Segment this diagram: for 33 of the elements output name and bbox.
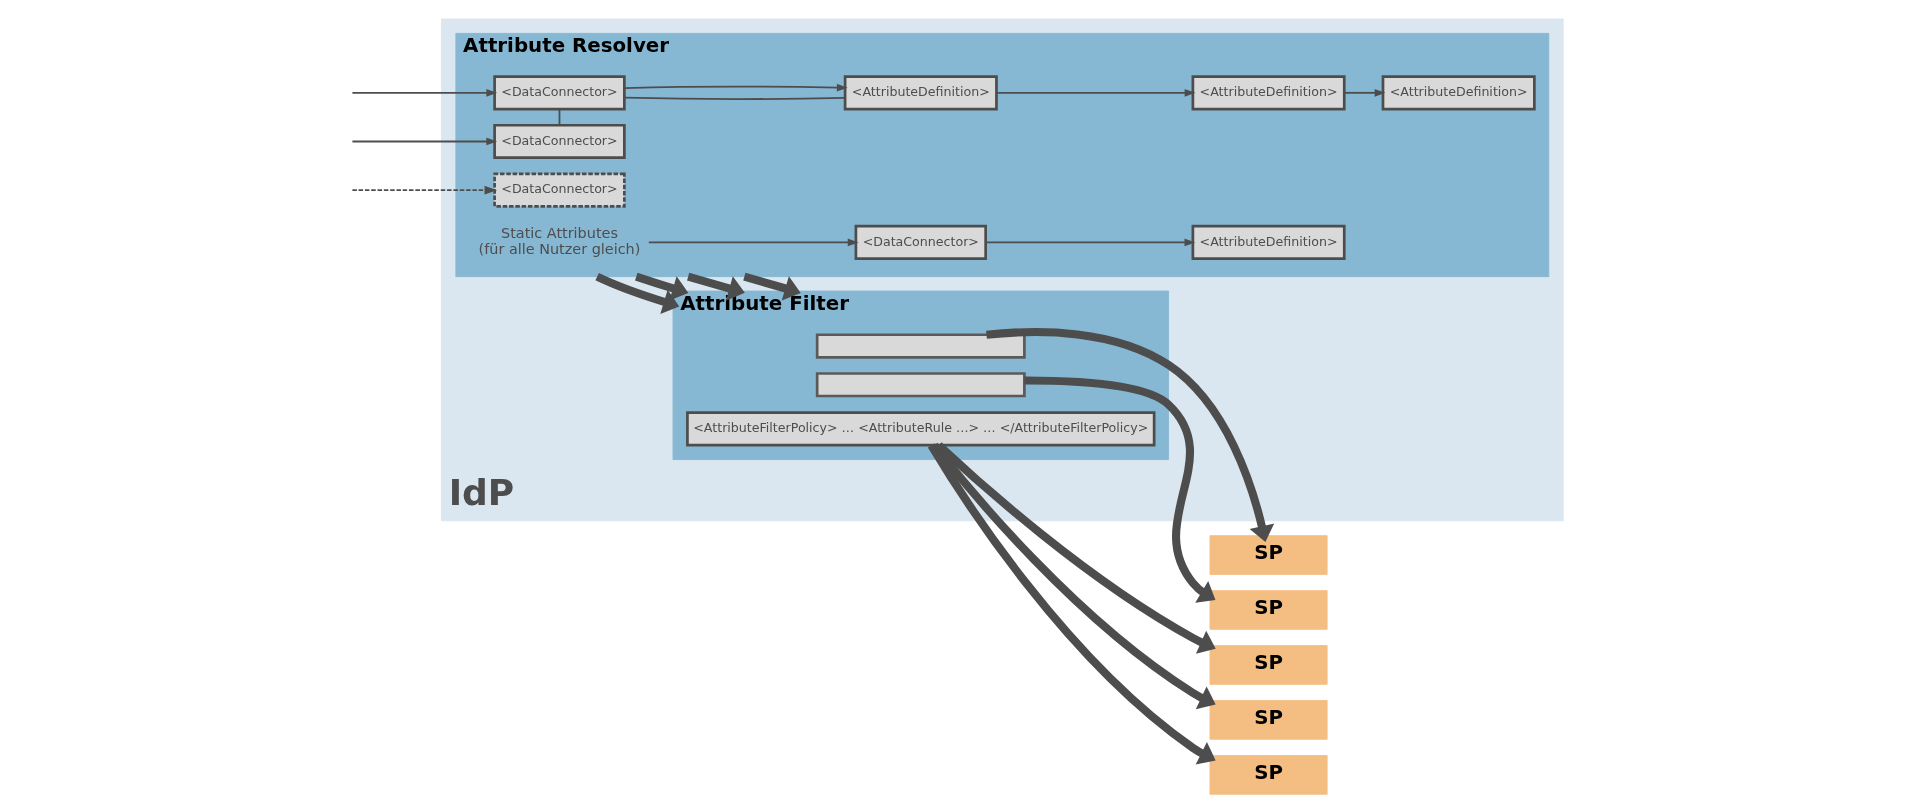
arrow [995, 89, 1195, 97]
node-text: Static Attributes (für alle Nutzer gleich) [478, 224, 640, 257]
arrow [1023, 376, 1215, 603]
node-box [815, 333, 1026, 359]
arrow [985, 328, 1274, 542]
arrow [351, 185, 497, 195]
arrow [647, 238, 859, 247]
arrow [594, 272, 679, 314]
arrow [351, 89, 497, 97]
node-box: <AttributeDefinition> [1191, 75, 1346, 111]
node-box: <DataConnector> [492, 123, 626, 160]
node-box: SP [1209, 590, 1328, 630]
node-box: <AttributeDefinition> [1191, 224, 1346, 260]
node-box: SP [1209, 535, 1328, 575]
arrow [623, 83, 848, 92]
node-box: <AttributeDefinition> [1381, 75, 1536, 111]
node-box: SP [1209, 700, 1328, 740]
arrow [742, 272, 801, 301]
arrow [686, 272, 745, 301]
arrow [634, 272, 688, 301]
node-box: SP [1209, 755, 1328, 795]
arrow [1343, 89, 1385, 97]
node-box: <AttributeFilterPolicy> … <AttributeRule …> … </AttributeFilterPolicy> [685, 411, 1155, 447]
arrow [351, 137, 497, 146]
node-box: <DataConnector> [854, 224, 987, 260]
node-box: <DataConnector> [492, 75, 626, 111]
arrow [927, 443, 1216, 765]
node-box: <AttributeDefinition> [843, 75, 998, 111]
connector [623, 96, 846, 100]
node-box: <DataConnector> [492, 172, 626, 208]
node-box [815, 372, 1026, 398]
node-box: SP [1209, 645, 1328, 685]
arrow [984, 238, 1195, 247]
